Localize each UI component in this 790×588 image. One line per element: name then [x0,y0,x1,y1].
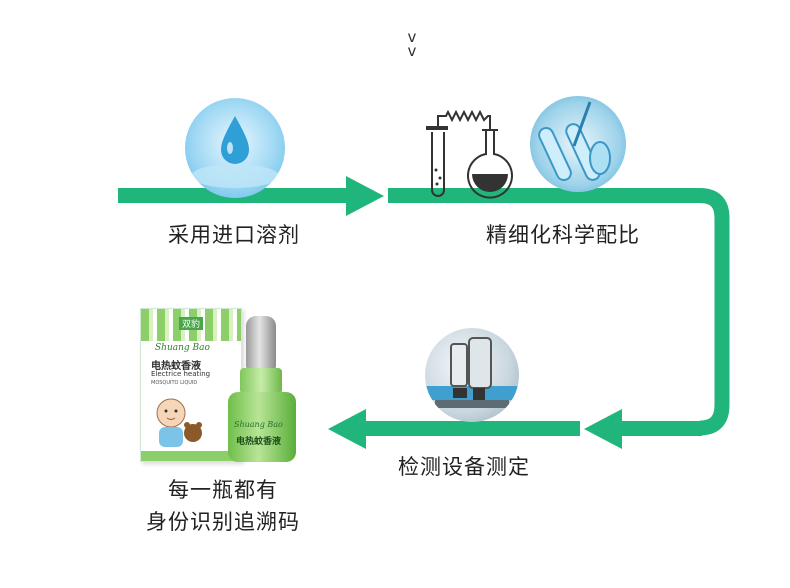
arrow-left-icon [584,409,622,449]
product-bottle-image: Shuang Bao 电热蚊香液 [222,316,302,462]
box-small-text: MOSQUITO LIQUID [151,380,198,386]
bottle-wick [246,316,276,370]
bottle-title: 电热蚊香液 [236,437,282,447]
lab-glassware-icon [426,110,513,199]
water-drop-image [185,98,285,198]
test-tubes-image [530,96,626,192]
product-box-image: 双豹 Shuang Bao 电热蚊香液 Electrice heating MO… [140,308,242,462]
arrow-right-icon [346,176,384,216]
chevron-down-icon: v [407,28,417,46]
box-title: 电热蚊香液 [151,361,201,372]
bottle-script: Shuang Bao [234,420,283,429]
step-label-formula: 精细化科学配比 [486,223,640,247]
bottle-neck [240,368,282,394]
box-subtitle: Electrice heating [151,370,211,378]
chevron-down-icon: v [407,42,417,60]
microscope-image [425,328,519,422]
baby-bear-illustration [156,398,202,447]
bottle-body [228,392,296,462]
box-script: Shuang Bao [155,343,210,353]
box-brand: 双豹 [179,317,204,330]
caption-line-1: 每一瓶都有 [168,478,278,502]
box-bottom-stripe [141,451,241,461]
caption-line-2: 身份识别追溯码 [146,510,300,534]
step-label-testing: 检测设备测定 [398,455,530,479]
step-label-solvent: 采用进口溶剂 [168,223,300,247]
arrow-left-icon [328,409,366,449]
